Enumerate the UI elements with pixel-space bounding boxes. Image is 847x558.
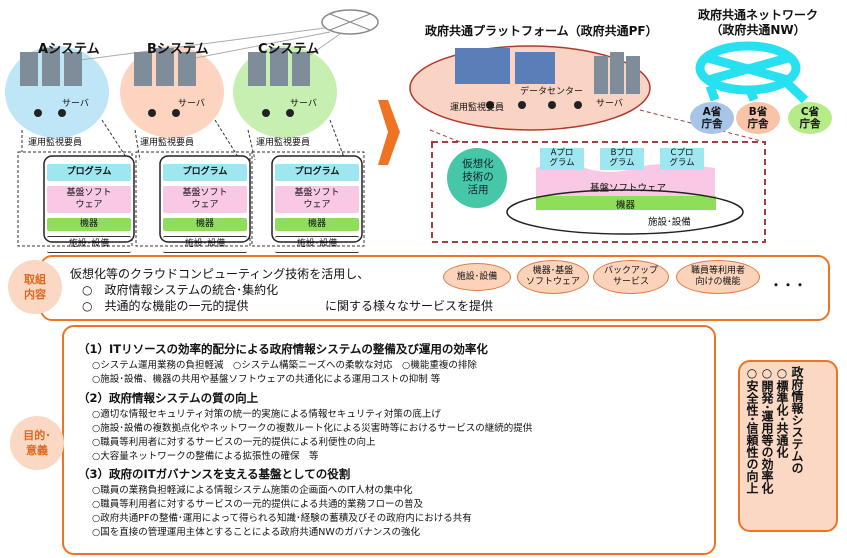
platform-hardware: 機器 (616, 200, 636, 211)
stack-facilities: 施設･設備 (163, 236, 247, 253)
network-wheel-small (321, 9, 379, 35)
efforts-suffix: に関する様々なサービスを提供 (325, 299, 494, 313)
system-b-name: Bシステム (147, 42, 209, 57)
system-b-server: サーバ (178, 99, 205, 109)
stack-a: プログラム 基盤ソフト ウェア 機器 施設･設備 (47, 159, 131, 258)
system-a-server: サーバ (62, 99, 89, 109)
platform-program-b: Bプロ グラム (600, 148, 644, 170)
office-b: B省 庁舎 (747, 106, 769, 130)
office-c: C省 庁舎 (799, 106, 821, 130)
purpose-label: 目的･ 意義 (10, 416, 64, 470)
platform-server: サーバ (596, 99, 623, 109)
platform-title: 政府共通プラットフォーム（政府共通PF） (425, 24, 658, 38)
system-c-server: サーバ (290, 99, 317, 109)
virtualization-label: 仮想化 技術の 活用 (462, 158, 494, 196)
platform-staff: 運用監視要員 (450, 103, 505, 113)
stack-middleware: 基盤ソフト ウェア (47, 186, 131, 213)
stack-program: プログラム (275, 164, 359, 181)
system-a-name: Aシステム (38, 42, 100, 57)
system-c-name: Cシステム (258, 42, 320, 57)
purpose-item: ○職員等利用者に対するサービスの一元的提供による利便性の向上 (92, 437, 376, 448)
stack-middleware: 基盤ソフト ウェア (163, 186, 247, 213)
efforts-label: 取組 内容 (8, 260, 62, 314)
system-b-staff: 運用監視要員 (140, 138, 195, 148)
platform-program-a: Aプロ グラム (540, 148, 584, 170)
service-hardware-middleware: 機器･基盤 ソフトウェア (517, 260, 589, 294)
stack-hardware: 機器 (163, 218, 247, 231)
stack-facilities: 施設･設備 (47, 236, 131, 253)
purpose-item: ○施設･設備、機器の共用や基盤ソフトウェアの共通化による運用コストの抑制 等 (92, 374, 441, 385)
service-facilities: 施設･設備 (443, 263, 511, 291)
network-title: 政府共通ネットワーク （政府共通NW） (697, 8, 818, 37)
purpose-item: ○職員等利用者に対するサービスの一元的提供による共通的業務フローの普及 (92, 499, 424, 510)
office-a: A省 庁舎 (701, 106, 723, 130)
platform-detail-frame (431, 141, 766, 243)
middleware-wave (536, 164, 715, 196)
platform-datacenter: データセンター (520, 87, 584, 97)
purpose-heading-3: （3）政府のITガバナンスを支える基盤としての役割 (78, 467, 351, 481)
purpose-item: ○大容量ネットワークの整備による拡張性の確保 等 (92, 451, 319, 462)
service-backup: バックアップ サービス (593, 260, 669, 294)
purpose-heading-2: （2）政府情報システムの質の向上 (78, 391, 259, 405)
purpose-side-box (738, 360, 838, 532)
stack-program: プログラム (163, 164, 247, 181)
stack-hardware: 機器 (47, 218, 131, 231)
stack-facilities: 施設･設備 (275, 236, 359, 253)
stack-hardware: 機器 (275, 218, 359, 231)
efforts-bullet2: ○ 共通的な機能の一元的提供 (82, 299, 249, 313)
efforts-line1: 仮想化等のクラウドコンピューティング技術を活用し、 (70, 267, 370, 281)
platform-middleware: 基盤ソフトウェア (590, 183, 667, 194)
purpose-item: ○システム運用業務の負担軽減 ○システム構築ニーズへの柔軟な対応 ○機能重複の排… (92, 360, 477, 371)
stack-b: プログラム 基盤ソフト ウェア 機器 施設･設備 (163, 159, 247, 258)
virtualization-circle (447, 148, 507, 208)
services-ellipsis: ・・・ (770, 278, 807, 292)
platform-program-c: Cプロ グラム (660, 148, 704, 170)
network-ring (695, 41, 809, 104)
purpose-item: ○国を直接の管理運用主体とすることによる政府共通NWのガバナンスの強化 (92, 527, 421, 538)
system-a-staff: 運用監視要員 (28, 138, 83, 148)
facilities-ellipse (506, 189, 744, 235)
purpose-item: ○施設･設備の複数拠点化やネットワークの複数ルート化による災害時等におけるサービ… (92, 423, 533, 434)
purpose-item: ○適切な情報セキュリティ対策の統一的実施による情報セキュリティ対策の底上げ (92, 409, 441, 420)
stack-middleware: 基盤ソフト ウェア (275, 186, 359, 213)
purpose-item: ○政府共通PFの整備･運用によって得られる知識･経験の蓄積及びその政府内における… (92, 513, 472, 524)
purpose-heading-1: （1）ITリソースの効率的配分による政府情報システムの整備及び運用の効率化 (78, 342, 488, 356)
stack-c: プログラム 基盤ソフト ウェア 機器 施設･設備 (275, 159, 359, 258)
efforts-bullet1: ○ 政府情報システムの統合･集約化 (82, 283, 279, 297)
transition-arrow (378, 100, 400, 165)
system-c-staff: 運用監視要員 (256, 138, 311, 148)
stack-program: プログラム (47, 164, 131, 181)
platform-facilities: 施設･設備 (648, 217, 691, 228)
purpose-side-text: 政府情報システムの ○標準化･共通化 ○開発･運用等の効率化 ○安全性･信頼性の… (745, 366, 804, 495)
service-user-functions: 職員等利用者 向けの機能 (676, 260, 760, 294)
purpose-item: ○職員の業務負担軽減による情報システム施策の企画面へのIT人材の集中化 (92, 485, 413, 496)
